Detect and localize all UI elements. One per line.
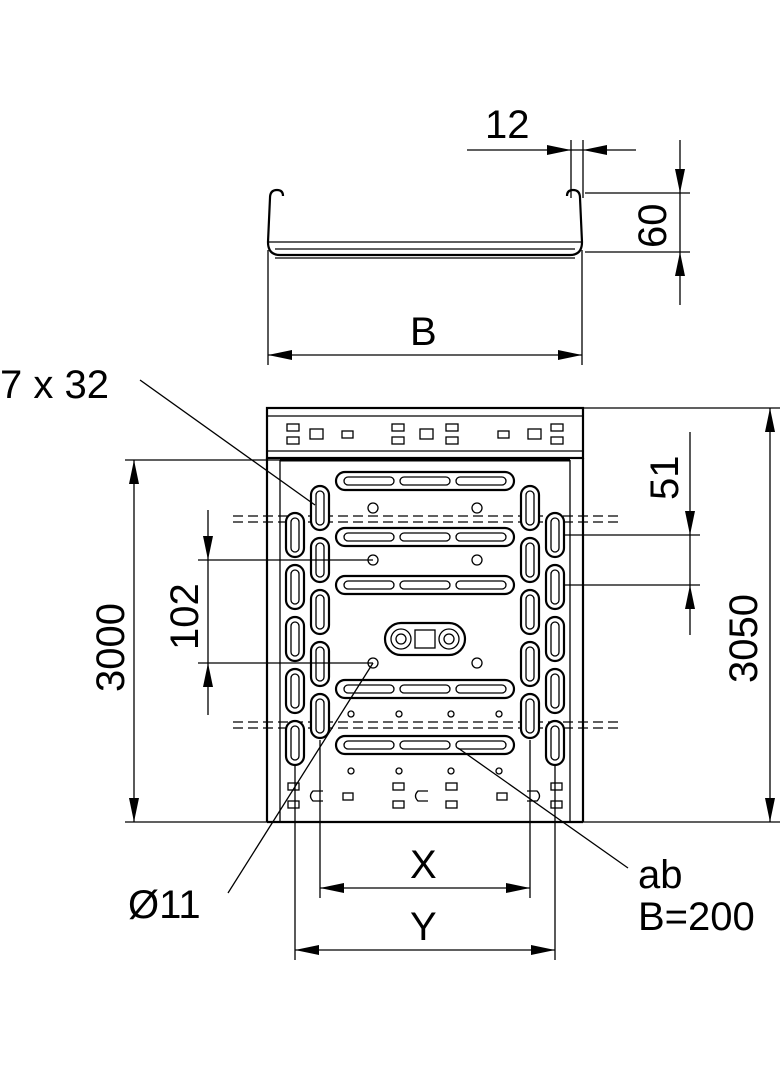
dim-lip-width: 12 (467, 103, 636, 198)
dim-width-b: B (268, 310, 582, 360)
dim-label-102: 102 (163, 583, 207, 650)
vertical-slots (284, 484, 566, 767)
dim-side-height: 60 (585, 140, 690, 305)
dim-label-3050: 3050 (722, 594, 766, 683)
dim-x: X (319, 740, 531, 898)
leader-diameter: Ø11 (128, 662, 374, 927)
dim-label-x: X (410, 843, 437, 887)
label-note-ab: ab (638, 853, 683, 897)
dim-label-3000: 3000 (89, 603, 133, 692)
dim-y: Y (294, 765, 556, 960)
label-note-b200: B=200 (638, 895, 755, 939)
leader-hole-size: 7 x 32 (0, 363, 316, 506)
dim-label-51: 51 (643, 456, 687, 501)
tray-cross-section (266, 188, 584, 365)
horizontal-slots (334, 470, 516, 756)
obo-logo (383, 621, 467, 657)
flange-holes (286, 423, 564, 445)
dim-useful-length: 3000 (89, 459, 280, 823)
leader-note: ab B=200 (457, 747, 755, 939)
dim-label-b: B (410, 310, 437, 354)
dim-total-length: 3050 (583, 407, 780, 823)
bottom-connector-marks (287, 782, 563, 809)
dim-label-60: 60 (631, 204, 675, 249)
round-holes (347, 502, 503, 775)
label-diameter: Ø11 (128, 883, 201, 927)
dim-label-12: 12 (485, 103, 530, 147)
dim-label-y: Y (410, 905, 437, 949)
tray-plan-view (233, 406, 620, 824)
dim-pitch-long: 102 (163, 510, 373, 715)
label-hole-size: 7 x 32 (0, 363, 109, 407)
dim-pitch-short: 51 (564, 432, 700, 635)
